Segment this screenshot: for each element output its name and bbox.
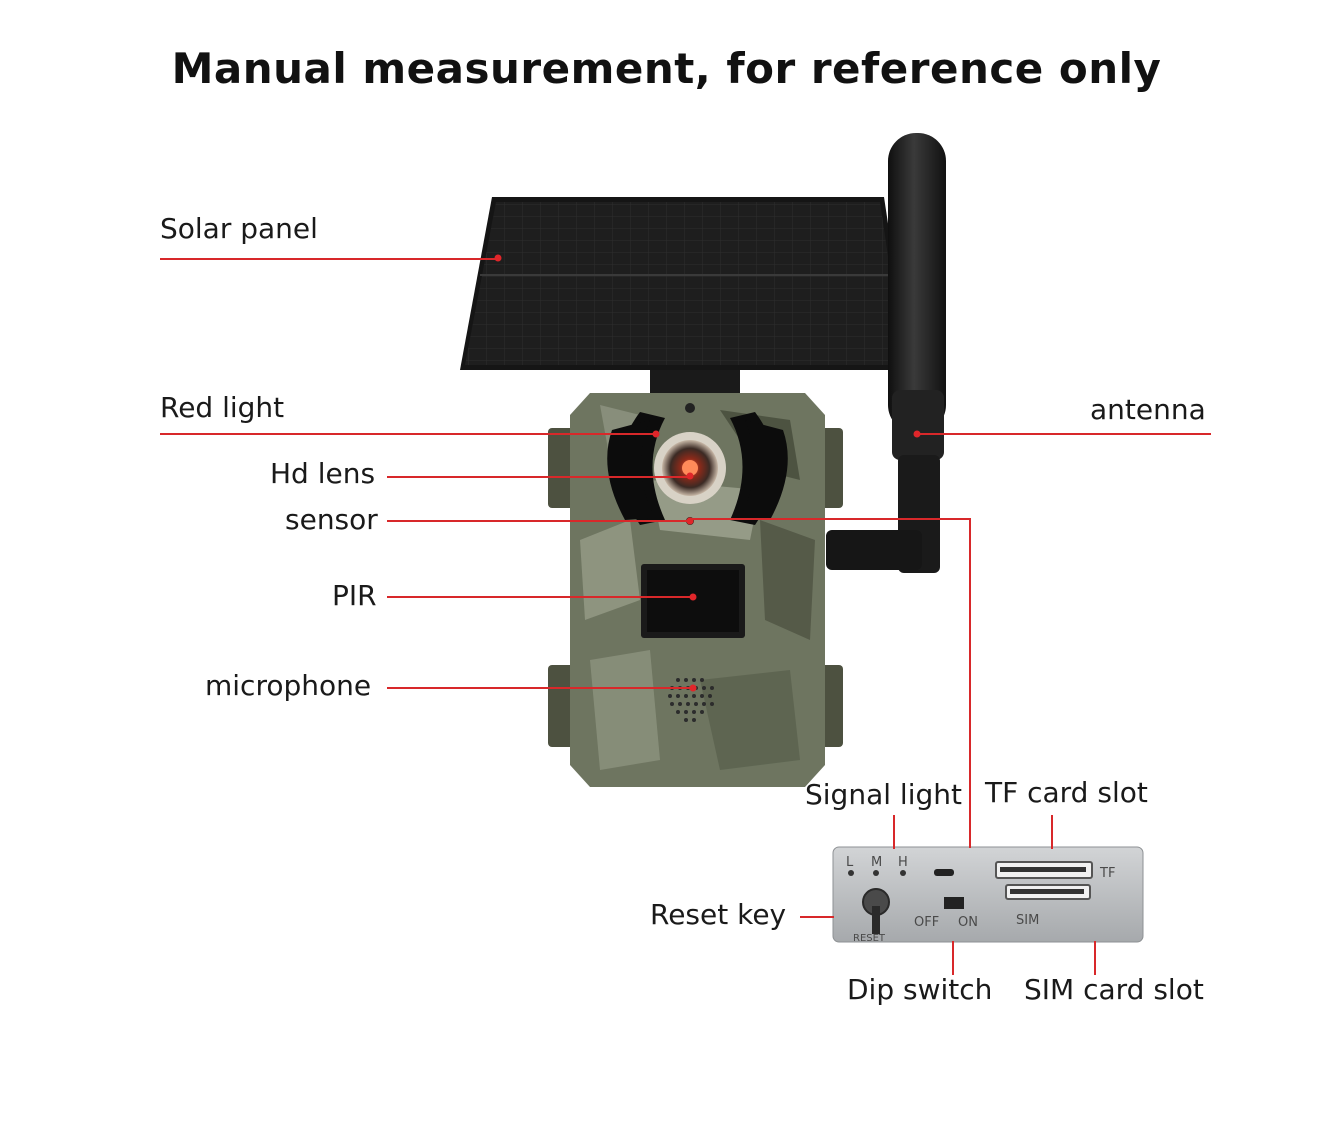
dip-switch-leader	[952, 941, 954, 975]
on-marking: ON	[958, 915, 978, 930]
label-sim-card-slot: SIM card slot	[1024, 973, 1204, 1006]
led-h-marking: H	[898, 855, 908, 870]
solar-panel-leader	[160, 258, 498, 260]
hd-lens-leader	[387, 476, 690, 478]
antenna-dot	[913, 430, 921, 438]
tf-marking: TF	[1099, 866, 1115, 881]
label-red-light: Red light	[160, 391, 285, 424]
pir-dot	[689, 593, 697, 601]
red-light-leader	[160, 433, 656, 435]
label-microphone: microphone	[205, 669, 372, 702]
sim-card-leader	[1094, 941, 1096, 975]
label-pir: PIR	[332, 579, 377, 612]
off-marking: OFF	[914, 915, 939, 930]
sensor-leader	[387, 520, 690, 522]
label-antenna: antenna	[1090, 393, 1206, 426]
pir-leader	[387, 596, 693, 598]
reset-marking: RESET	[853, 933, 886, 944]
tf-card-leader	[1051, 815, 1053, 849]
page-title: Manual measurement, for reference only	[171, 44, 1162, 93]
label-reset-key: Reset key	[650, 898, 787, 931]
reset-key-leader	[800, 916, 834, 918]
microphone-leader	[387, 687, 693, 689]
camera-body-shape	[548, 393, 843, 787]
label-dip-switch: Dip switch	[847, 973, 993, 1006]
led-m-marking: M	[871, 855, 882, 870]
microphone-dot	[689, 684, 697, 692]
sensor-connector-vertical	[969, 518, 971, 848]
sensor-connector-horizontal	[690, 518, 970, 520]
led-l-marking: L	[846, 855, 854, 870]
antenna-leader	[917, 433, 1211, 435]
hd-lens-dot	[686, 472, 694, 480]
sensor-dot	[686, 517, 694, 525]
red-light-dot	[652, 430, 660, 438]
label-hd-lens: Hd lens	[270, 457, 376, 490]
label-sensor: sensor	[285, 503, 378, 536]
antenna-shape	[826, 133, 946, 573]
solar-panel-dot	[494, 254, 502, 262]
signal-light-leader	[893, 815, 895, 849]
solar-panel-shape	[460, 197, 910, 394]
side-panel-shape: L M H TF SIM OFF ON RESET	[832, 846, 1144, 944]
label-solar-panel: Solar panel	[160, 212, 318, 245]
sim-marking: SIM	[1016, 913, 1039, 928]
label-signal-light: Signal light	[805, 778, 962, 811]
label-tf-card-slot: TF card slot	[985, 776, 1148, 809]
